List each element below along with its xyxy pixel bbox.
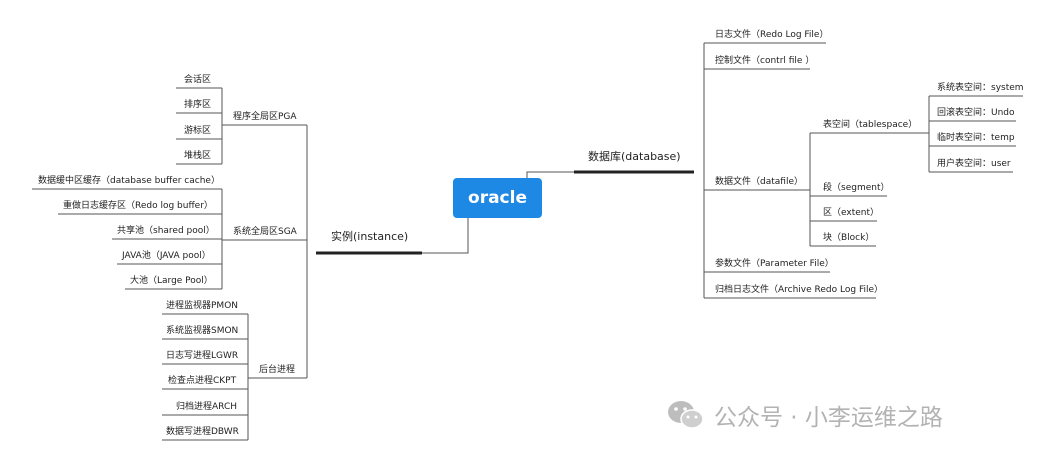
node-tablespace[interactable]: 表空间（tablespace） [823, 120, 918, 130]
node-sga-item[interactable]: 数据缓中区缓存（database buffer cache） [38, 176, 220, 186]
node-block[interactable]: 块（Block） [823, 233, 875, 243]
node-archive-log-file[interactable]: 归档日志文件（Archive Redo Log File） [715, 285, 883, 295]
node-bg-item[interactable]: 检查点进程CKPT [168, 376, 237, 386]
node-pga-item[interactable]: 堆栈区 [184, 151, 212, 161]
node-pga-item[interactable]: 游标区 [184, 126, 212, 136]
node-bg-item[interactable]: 进程监视器PMON [166, 301, 239, 311]
datafile-underlines [810, 132, 915, 247]
node-instance[interactable]: 实例(instance) [331, 230, 409, 243]
wechat-icon [668, 401, 704, 429]
node-bg-item[interactable]: 系统监视器SMON [166, 326, 239, 336]
node-bg-item[interactable]: 日志写进程LGWR [166, 351, 239, 361]
node-parameter-file[interactable]: 参数文件（Parameter File） [715, 259, 834, 269]
node-tablespace-item[interactable]: 回滚表空间：Undo [937, 108, 1015, 118]
sga-underlines [32, 188, 222, 290]
root-right-connector [526, 171, 574, 178]
node-sga-item[interactable]: 共享池（shared pool） [117, 226, 215, 236]
node-bg-item[interactable]: 数据写进程DBWR [166, 427, 239, 437]
node-pga-item[interactable]: 排序区 [184, 100, 212, 110]
node-sga-item[interactable]: 大池（Large Pool） [130, 276, 213, 286]
node-control-file[interactable]: 控制文件（contrl file ） [715, 56, 815, 66]
node-sga-item[interactable]: JAVA池（JAVA pool） [122, 251, 211, 261]
root-node-oracle[interactable]: oracle [453, 178, 542, 218]
watermark-text: 公众号 · 小李运维之路 [714, 405, 943, 431]
node-datafile[interactable]: 数据文件（datafile） [715, 177, 803, 187]
node-pga[interactable]: 程序全局区PGA [233, 112, 297, 122]
bg-underlines [162, 313, 248, 441]
node-bg-item[interactable]: 归档进程ARCH [176, 402, 238, 412]
node-pga-item[interactable]: 会话区 [184, 75, 212, 85]
node-extent[interactable]: 区（extent） [823, 208, 880, 218]
node-database[interactable]: 数据库(database) [588, 150, 681, 163]
watermark: 公众号 · 小李运维之路 [666, 396, 943, 434]
node-tablespace-item[interactable]: 临时表空间：temp [937, 133, 1015, 143]
node-redo-log-file[interactable]: 日志文件（Redo Log File） [715, 30, 829, 40]
node-sga-item[interactable]: 重做日志缓存区（Redo log buffer） [63, 201, 213, 211]
node-sga[interactable]: 系统全局区SGA [233, 227, 297, 237]
database-underlines [704, 42, 876, 299]
node-tablespace-item[interactable]: 用户表空间：user [937, 159, 1011, 169]
node-segment[interactable]: 段（segment） [823, 183, 890, 193]
tablespace-underlines [915, 95, 1023, 173]
pga-underlines [176, 87, 222, 165]
node-tablespace-item[interactable]: 系统表空间：system [937, 83, 1024, 93]
root-left-connector [422, 218, 469, 254]
node-background-processes[interactable]: 后台进程 [259, 365, 296, 375]
